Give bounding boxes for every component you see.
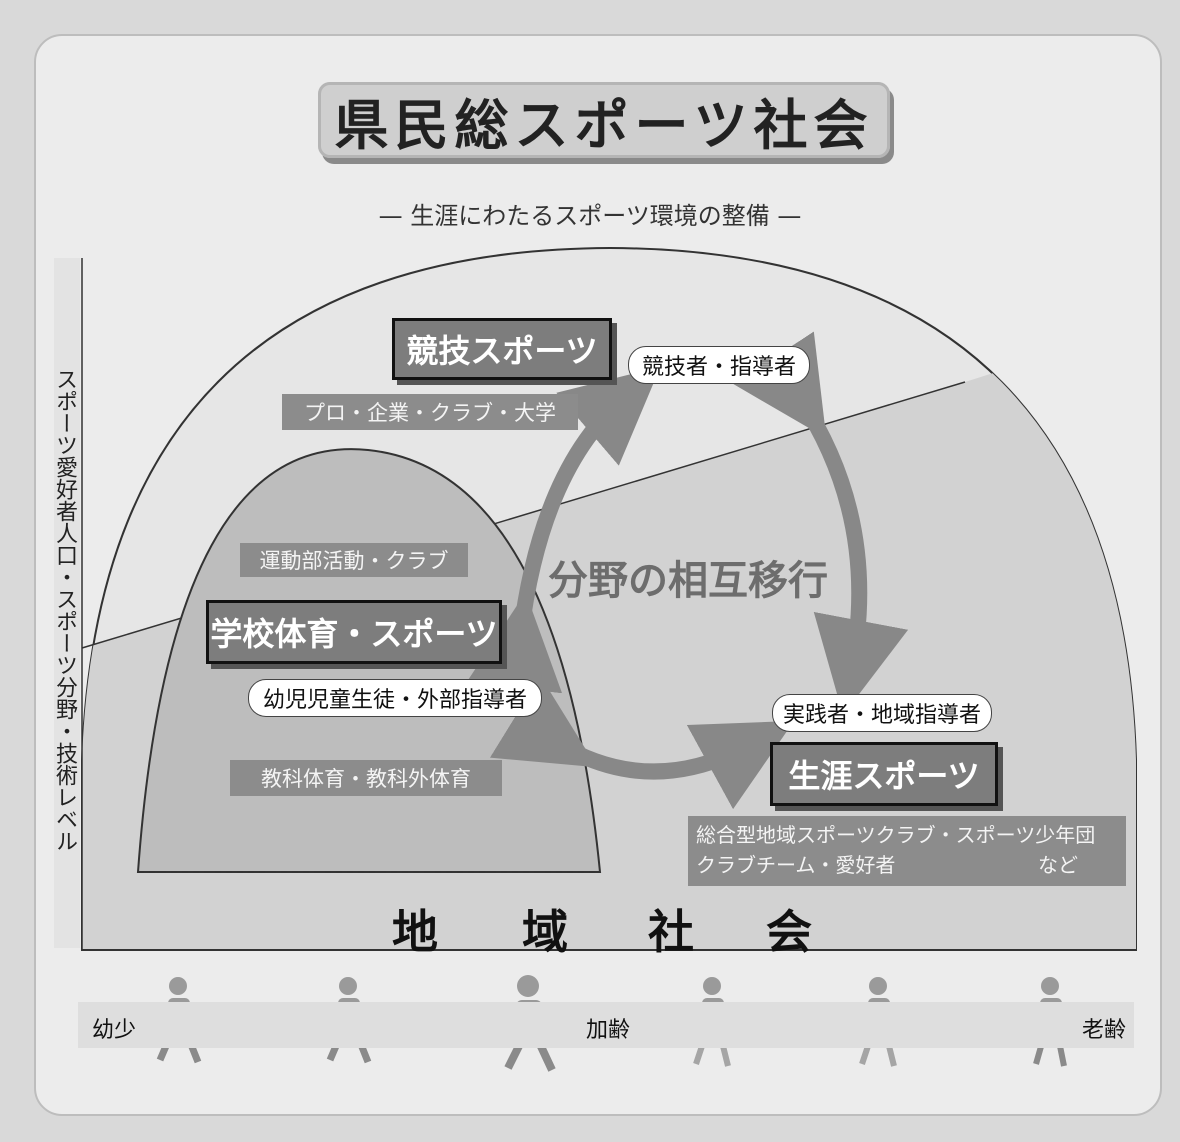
school-sports-box: 学校体育・スポーツ	[206, 600, 502, 664]
arrow-competitive-lifelong	[733, 331, 909, 716]
community-char-3: 社	[648, 905, 694, 959]
lifelong-sports-box: 生涯スポーツ	[770, 742, 998, 806]
mutual-transfer-label: 分野の相互移行	[548, 558, 828, 604]
age-young-label: 幼少	[92, 1018, 137, 1043]
competitive-sports-sub: プロ・企業・クラブ・大学	[282, 394, 578, 430]
lifelong-people: 実践者・地域指導者	[772, 694, 992, 732]
age-aging-label: 加齢	[586, 1018, 631, 1043]
lifelong-sub-box: 総合型地域スポーツクラブ・スポーツ少年団 クラブチーム・愛好者 など	[688, 816, 1126, 886]
lifelong-sub-line1: 総合型地域スポーツクラブ・スポーツ少年団	[696, 823, 1096, 847]
age-old-label: 老齢	[1082, 1018, 1127, 1043]
competitive-sports-box: 競技スポーツ	[392, 318, 612, 380]
school-people: 幼児児童生徒・外部指導者	[248, 679, 542, 717]
lifelong-sub-etc: など	[1038, 853, 1078, 877]
lifelong-sub-line2: クラブチーム・愛好者	[696, 853, 896, 877]
title-banner: 県民総スポーツ社会	[318, 82, 890, 158]
community-char-2: 域	[522, 905, 568, 959]
community-char-1: 地	[392, 905, 438, 959]
community-char-4: 会	[766, 905, 812, 959]
arrow-school-lifelong	[489, 675, 795, 810]
page-title: 県民総スポーツ社会	[334, 93, 874, 157]
school-subjects-label: 教科体育・教科外体育	[230, 760, 502, 796]
subtitle: — 生涯にわたるスポーツ環境の整備 —	[378, 202, 802, 230]
competitive-people: 競技者・指導者	[628, 346, 810, 384]
age-band	[78, 1002, 1134, 1048]
arrow-school-competitive	[466, 366, 661, 694]
school-club-label: 運動部活動・クラブ	[240, 543, 468, 577]
y-axis-label: スポーツ愛好者人口・スポーツ分野・技術レベル	[52, 258, 80, 948]
